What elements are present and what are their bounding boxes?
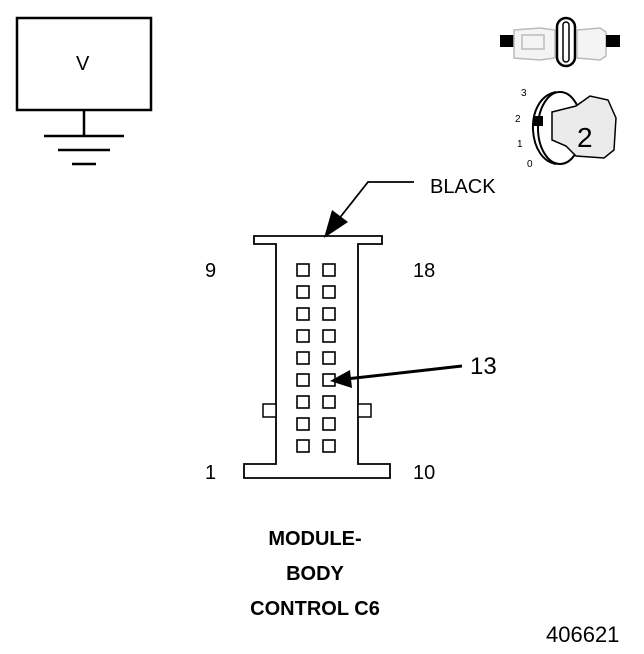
pin-label-9: 9 (205, 260, 217, 282)
pin-cavity (296, 417, 310, 431)
switch-position-2: 2 (515, 114, 521, 125)
title-line-1: MODULE- (268, 528, 362, 550)
pin-cavity (296, 395, 310, 409)
pin-cavity (296, 307, 310, 321)
pin-label-10: 10 (413, 462, 436, 484)
connector-color-label: BLACK (430, 176, 496, 198)
pin-cavity (296, 439, 310, 453)
pin-cavity (322, 417, 336, 431)
pin-label-1: 1 (205, 462, 217, 484)
switch-position-3: 3 (521, 88, 527, 99)
pin-cavity (322, 395, 336, 409)
pin-cavity (322, 307, 336, 321)
pin-callout-arrow (330, 364, 463, 388)
color-leader-arrow (324, 181, 414, 238)
pin-cavity (296, 351, 310, 365)
voltmeter-label: V (76, 53, 90, 75)
pin-grid (296, 263, 336, 453)
pin-cavity (296, 285, 310, 299)
key-position-label: 2 (577, 122, 593, 153)
switch-position-1: 1 (517, 139, 523, 150)
pin-cavity (296, 373, 310, 387)
title-line-2: BODY (286, 563, 344, 585)
title-line-3: CONTROL C6 (250, 598, 380, 620)
connector-face-icon (243, 235, 391, 479)
callout-pin-label: 13 (470, 353, 497, 380)
switch-position-0: 0 (527, 159, 533, 170)
pin-cavity (322, 329, 336, 343)
fuse-icon (500, 16, 620, 68)
pin-cavity (322, 285, 336, 299)
pin-cavity (322, 439, 336, 453)
pin-cavity (296, 329, 310, 343)
pin-cavity (322, 263, 336, 277)
ignition-key-icon (531, 91, 617, 165)
figure-number: 406621 (546, 622, 620, 647)
pin-cavity (296, 263, 310, 277)
voltmeter-ground-icon (15, 16, 153, 166)
pin-label-18: 18 (413, 260, 436, 282)
pin-cavity (322, 351, 336, 365)
